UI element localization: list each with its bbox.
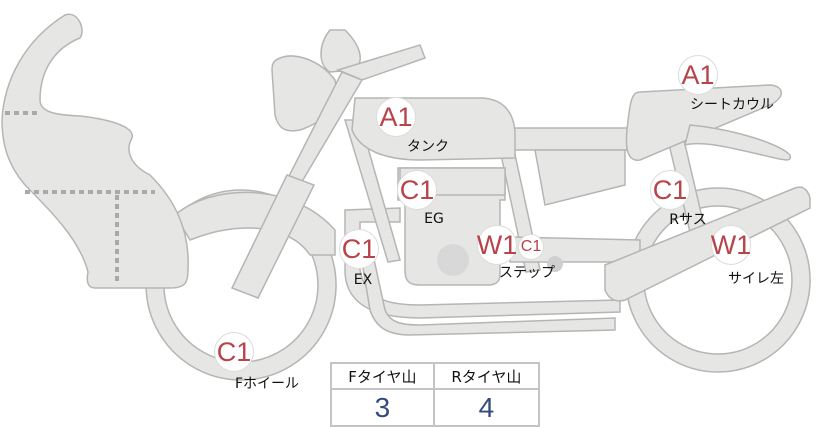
damage-marker-engine[interactable]: C1	[397, 170, 437, 210]
label-step: ステップ	[499, 265, 555, 281]
label-seat-cowl: シートカウル	[690, 97, 774, 113]
engine-cover	[437, 244, 469, 276]
damage-marker-silencer-left[interactable]: W1	[711, 225, 751, 265]
front-tire-header: Fタイヤ山	[330, 362, 435, 390]
label-silencer-left: サイレ左	[728, 271, 784, 287]
damage-marker-step-w1[interactable]: W1	[477, 225, 517, 265]
label-rear-suspension: Rサス	[669, 212, 707, 228]
side-cover[interactable]	[534, 149, 626, 206]
front-fork-lower[interactable]	[230, 174, 316, 299]
label-front-wheel: Fホイール	[234, 376, 300, 392]
front-tire-value: 3	[330, 388, 435, 427]
cowl-divider	[5, 111, 155, 285]
damage-marker-tank[interactable]: A1	[376, 97, 416, 137]
exhaust-pipe-lower[interactable]	[359, 249, 616, 336]
damage-marker-seat-cowl[interactable]: A1	[678, 55, 718, 95]
rear-wheel[interactable]	[625, 187, 811, 373]
tire-tread-table: Fタイヤ山 Rタイヤ山 3 4	[330, 362, 541, 427]
damage-marker-exhaust[interactable]: C1	[339, 229, 379, 269]
rear-fender[interactable]	[683, 124, 792, 161]
damage-marker-front-wheel[interactable]: C1	[214, 332, 254, 372]
headlight[interactable]	[271, 55, 337, 132]
damage-marker-step-c1[interactable]: C1	[518, 234, 544, 260]
label-tank: タンク	[407, 139, 449, 155]
rear-tire-value: 4	[432, 388, 541, 427]
rear-tire-header: Rタイヤ山	[432, 362, 541, 390]
silencer-left[interactable]	[604, 186, 811, 302]
frame-top[interactable]	[509, 127, 641, 151]
label-engine: EG	[424, 211, 444, 227]
label-exhaust: EX	[353, 272, 373, 288]
front-cowl[interactable]	[1, 13, 189, 289]
footstep-peg	[547, 256, 563, 272]
seat-cowl[interactable]	[625, 84, 782, 161]
damage-marker-rear-suspension[interactable]: C1	[650, 170, 690, 210]
